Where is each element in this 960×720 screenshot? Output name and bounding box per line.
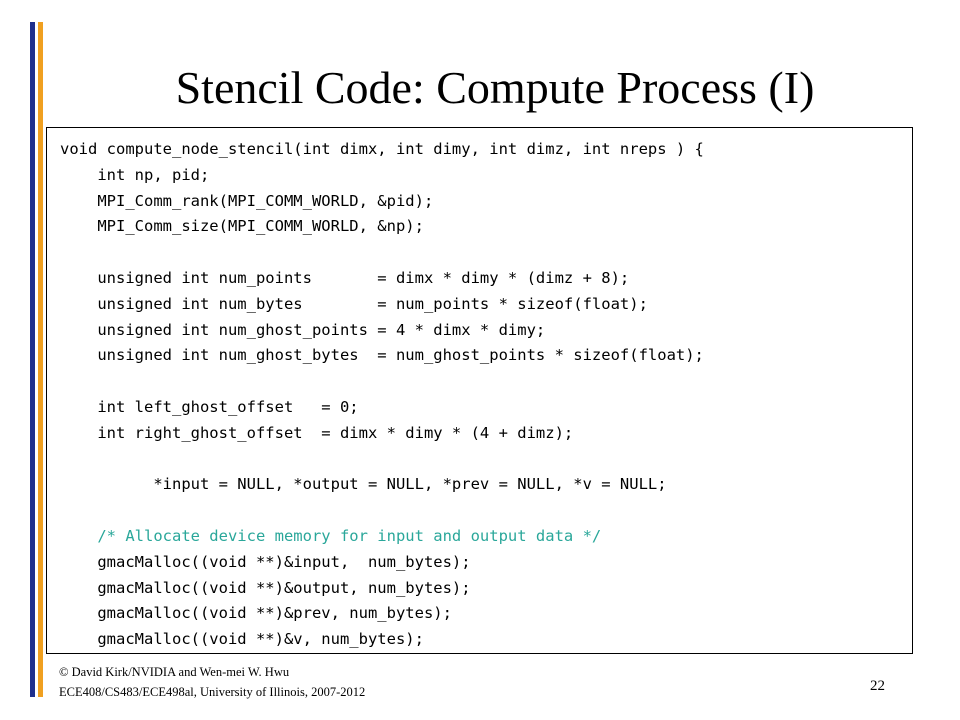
code-line: unsigned int num_points = dimx * dimy * …: [60, 268, 630, 287]
code-line: int right_ghost_offset = dimx * dimy * (…: [60, 423, 574, 442]
code-line: int left_ghost_offset = 0;: [60, 397, 359, 416]
code-line: gmacMalloc((void **)&input, num_bytes);: [60, 552, 471, 571]
code-line: *input = NULL, *output = NULL, *prev = N…: [60, 475, 667, 494]
code-line: unsigned int num_ghost_points = 4 * dimx…: [60, 320, 546, 339]
code-line: MPI_Comm_rank(MPI_COMM_WORLD, &pid);: [60, 191, 434, 210]
code-line: gmacMalloc((void **)&output, num_bytes);: [60, 578, 471, 597]
code-line: [60, 447, 704, 473]
code-comment-line: /* Allocate device memory for input and …: [60, 526, 602, 545]
code-line: [60, 240, 704, 266]
code-line: void compute_node_stencil(int dimx, int …: [60, 140, 704, 158]
page-number: 22: [870, 678, 885, 694]
slide-title: Stencil Code: Compute Process (I): [175, 62, 815, 113]
code-line: unsigned int num_bytes = num_points * si…: [60, 294, 648, 313]
code-block: void compute_node_stencil(int dimx, int …: [46, 127, 913, 654]
footer-credit: © David Kirk/NVIDIA and Wen-mei W. Hwu E…: [59, 662, 365, 702]
code-listing: void compute_node_stencil(int dimx, int …: [60, 137, 704, 653]
code-line: unsigned int num_ghost_bytes = num_ghost…: [60, 346, 704, 365]
credit-line-1: © David Kirk/NVIDIA and Wen-mei W. Hwu: [59, 665, 290, 679]
left-accent-bar-navy: [30, 22, 35, 697]
credit-line-2: ECE408/CS483/ECE498al, University of Ill…: [59, 685, 366, 699]
code-line: gmacMalloc((void **)&prev, num_bytes);: [60, 604, 452, 623]
code-line: [60, 498, 704, 524]
code-line: [60, 369, 704, 395]
code-line: int np, pid;: [60, 165, 210, 184]
code-line: MPI_Comm_size(MPI_COMM_WORLD, &np);: [60, 217, 424, 236]
left-accent-bar-orange: [38, 22, 43, 697]
code-line: gmacMalloc((void **)&v, num_bytes);: [60, 630, 424, 649]
